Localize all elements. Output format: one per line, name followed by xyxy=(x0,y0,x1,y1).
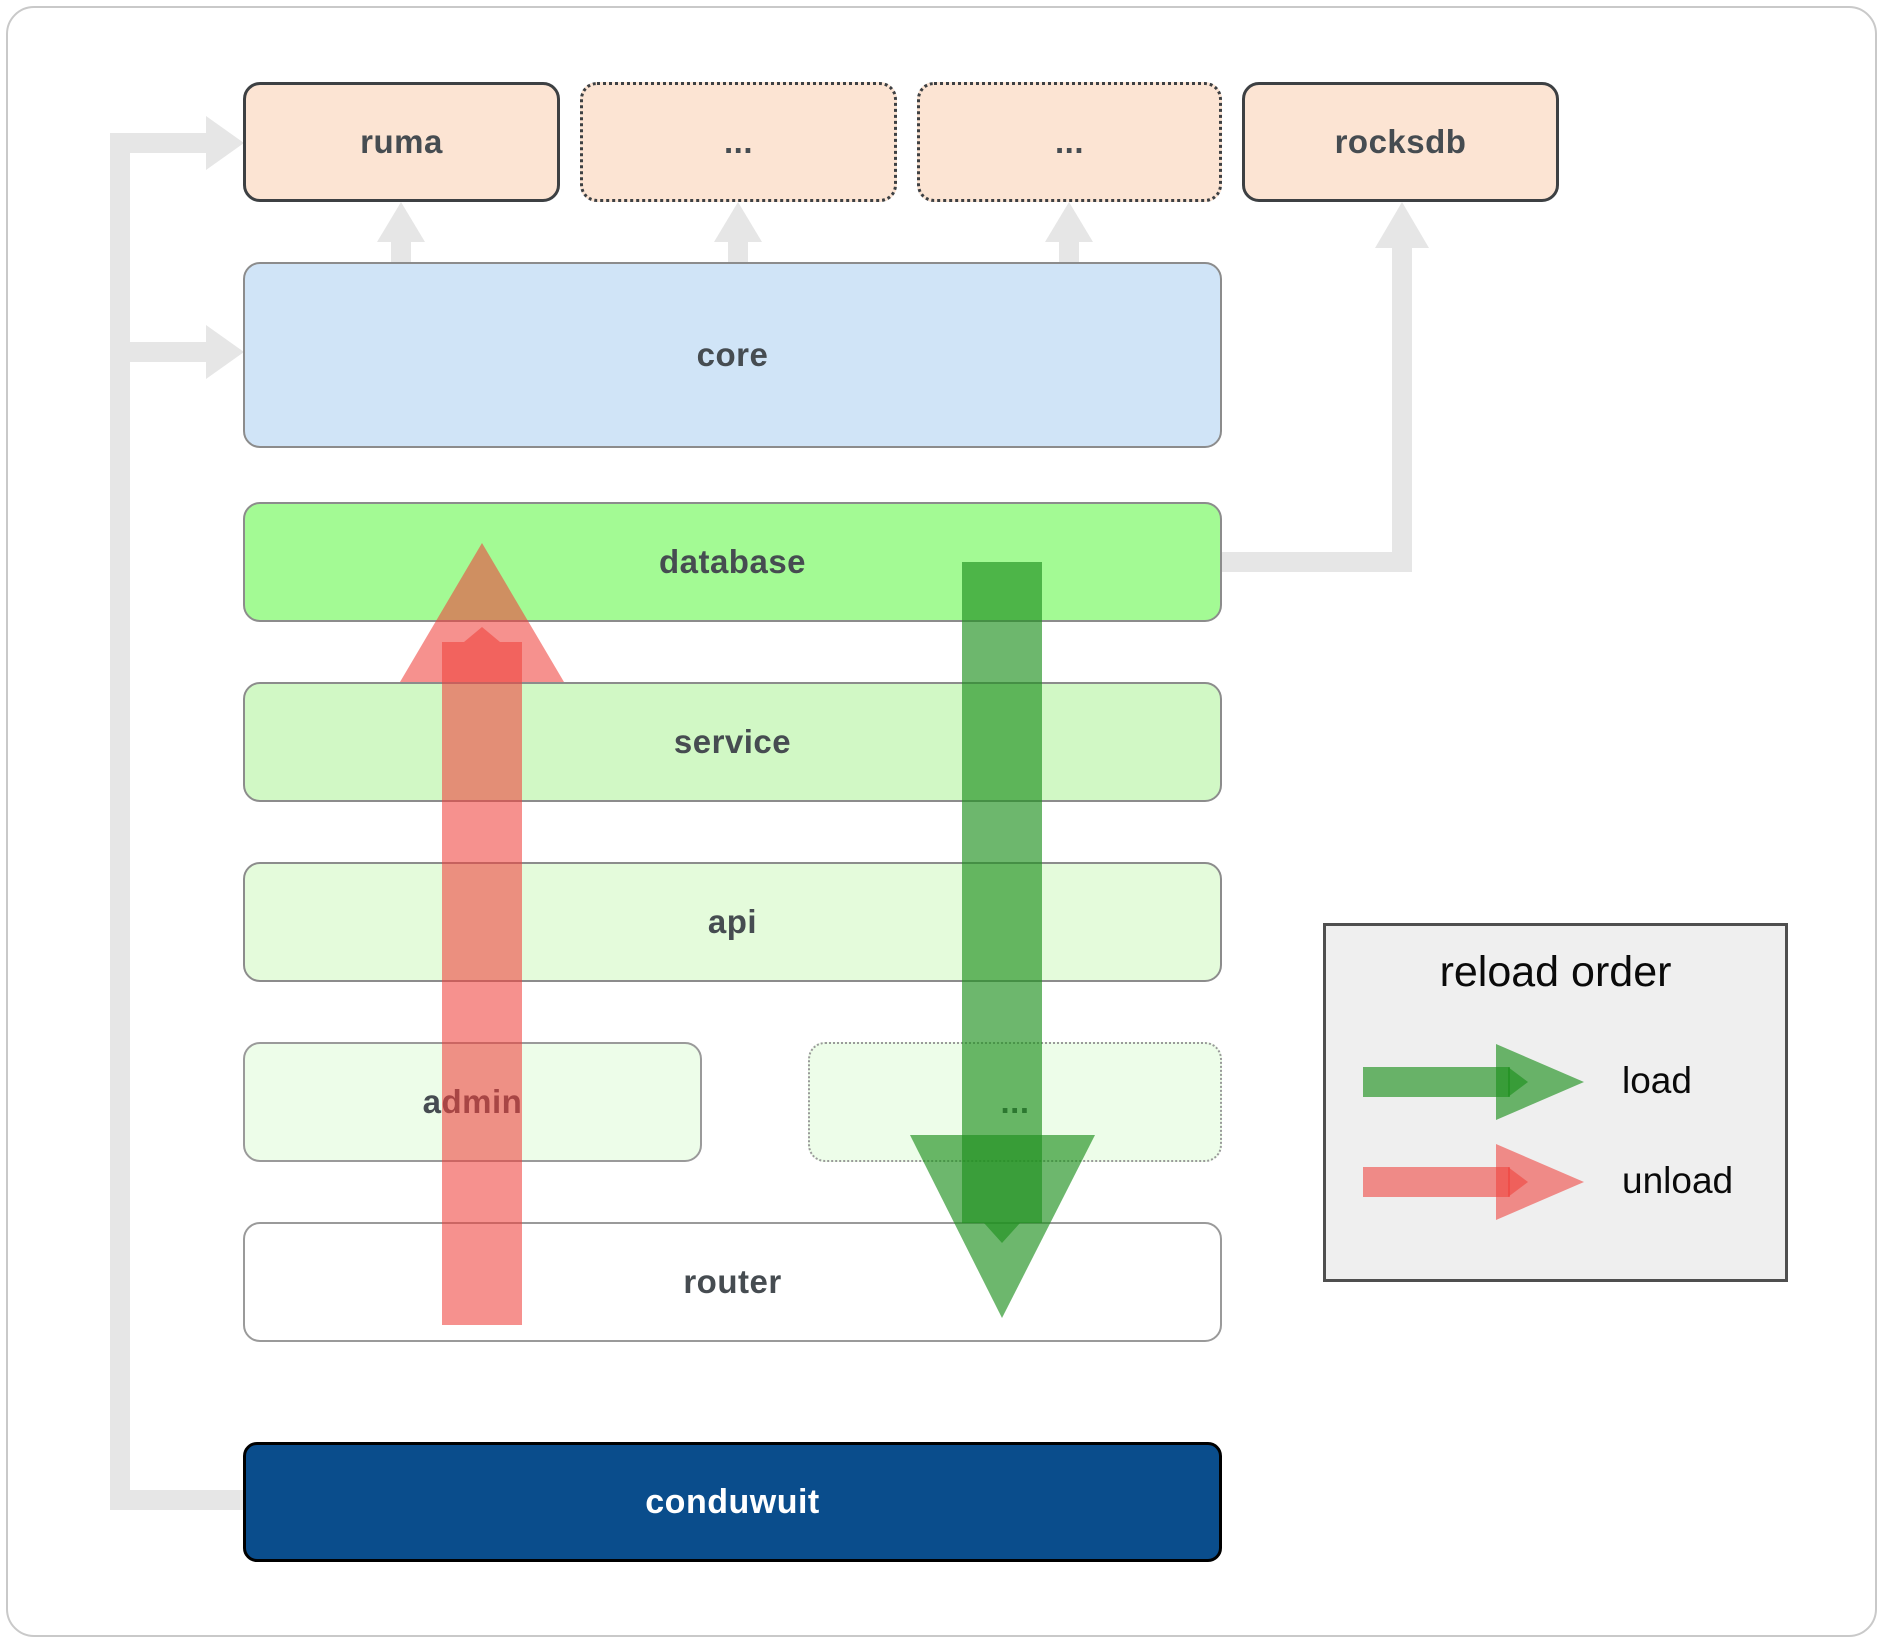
conduwuit-label: conduwuit xyxy=(645,1482,820,1521)
router-label: router xyxy=(683,1263,782,1300)
conduwuit-rail-line xyxy=(130,1490,245,1510)
core-to-dots1-line xyxy=(728,240,748,264)
box-ellipsis-1: ... xyxy=(580,82,897,202)
box-rocksdb: rocksdb xyxy=(1242,82,1559,202)
database-label: database xyxy=(658,543,807,580)
box-core: core xyxy=(243,262,1222,448)
outer-frame xyxy=(6,6,1877,1637)
box-api: api xyxy=(243,862,1222,982)
database-to-rocksdb-vline xyxy=(1392,246,1412,572)
ruma-label: ruma xyxy=(360,123,443,160)
rail-to-core-line xyxy=(130,342,206,362)
database-to-rocksdb-hline xyxy=(1222,552,1412,572)
unload-arrow-shaft xyxy=(442,627,522,1325)
box-service: service xyxy=(243,682,1222,802)
legend-panel: reload order xyxy=(1323,923,1788,1282)
legend-load-arrow-shaft xyxy=(1363,1067,1510,1097)
box-ruma: ruma xyxy=(243,82,560,202)
core-to-dots2-line xyxy=(1059,240,1079,264)
ellipsis-2-label: ... xyxy=(1054,123,1084,160)
core-label: core xyxy=(696,336,769,373)
legend-title: reload order xyxy=(1439,948,1672,996)
rocksdb-label: rocksdb xyxy=(1334,123,1467,160)
left-rail-line xyxy=(110,133,130,1510)
legend-unload-label: unload xyxy=(1622,1160,1734,1201)
core-to-ruma-line xyxy=(391,240,411,264)
legend-unload-arrow-shaft xyxy=(1363,1167,1510,1197)
box-conduwuit: conduwuit xyxy=(243,1442,1222,1562)
rail-to-ruma-line xyxy=(110,133,206,153)
api-label: api xyxy=(707,903,758,940)
box-database: database xyxy=(243,502,1222,622)
ellipsis-1-label: ... xyxy=(723,123,753,160)
load-arrow-shaft xyxy=(962,562,1042,1243)
service-label: service xyxy=(673,723,792,760)
box-router: router xyxy=(243,1222,1222,1342)
box-ellipsis-2: ... xyxy=(917,82,1222,202)
legend-load-label: load xyxy=(1622,1060,1692,1101)
